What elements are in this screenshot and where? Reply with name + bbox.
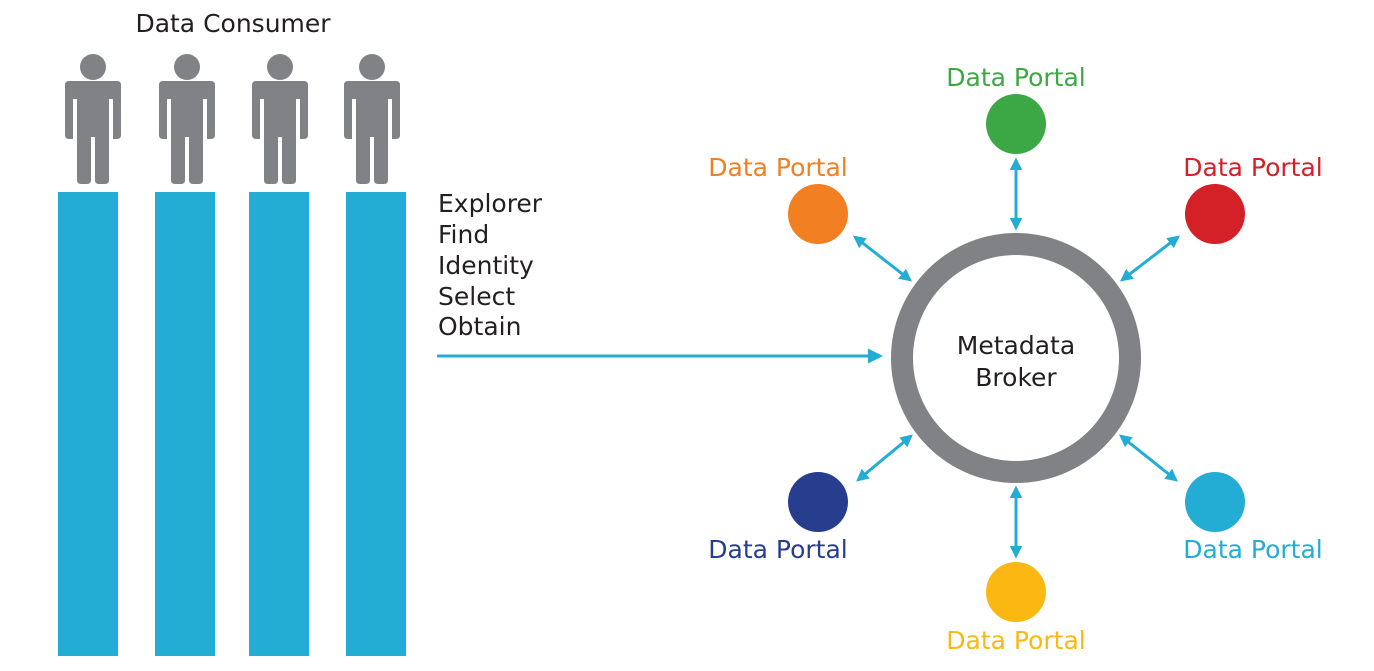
- action-item: Select: [438, 282, 515, 311]
- broker-label-line1: Metadata: [957, 331, 1075, 360]
- portal-bottom-right: Data Portal: [1183, 472, 1323, 564]
- portal-label: Data Portal: [1183, 153, 1322, 182]
- person-icon: [159, 54, 215, 184]
- action-item: Identity: [438, 251, 534, 280]
- person-icon: [252, 54, 308, 184]
- consumer-bars: [58, 192, 406, 656]
- portal-label: Data Portal: [946, 626, 1085, 655]
- consumer-title: Data Consumer: [135, 9, 331, 38]
- connection-arrow-top-right: [1120, 235, 1180, 282]
- portal-connections: [853, 157, 1180, 559]
- portal-label: Data Portal: [708, 153, 847, 182]
- connection-arrow-bottom-left: [856, 434, 913, 482]
- consumer-bar: [155, 192, 215, 656]
- action-item: Explorer: [438, 189, 543, 218]
- portal-bottom-left: Data Portal: [708, 472, 848, 564]
- action-item: Find: [438, 220, 489, 249]
- broker-ring: [891, 233, 1141, 483]
- action-item: Obtain: [438, 312, 521, 341]
- portal-node: [788, 184, 848, 244]
- broker-label-line2: Broker: [975, 363, 1057, 392]
- person-icon: [344, 54, 400, 184]
- portal-top-right: Data Portal: [1183, 153, 1323, 244]
- portal-node: [986, 562, 1046, 622]
- portal-node: [986, 94, 1046, 154]
- portal-node: [788, 472, 848, 532]
- consumer-bar: [346, 192, 406, 656]
- consumer-bar: [249, 192, 309, 656]
- portal-node: [1185, 472, 1245, 532]
- consumer-bar: [58, 192, 118, 656]
- person-icon: [65, 54, 121, 184]
- connection-arrow-top-left: [853, 235, 912, 282]
- portal-top: Data Portal: [946, 63, 1086, 154]
- portal-top-left: Data Portal: [708, 153, 848, 244]
- connection-arrow-bottom-right: [1119, 434, 1178, 482]
- portal-label: Data Portal: [1183, 535, 1322, 564]
- actions-list: Explorer Find Identity Select Obtain: [438, 189, 543, 341]
- portal-bottom: Data Portal: [946, 562, 1086, 655]
- portal-label: Data Portal: [946, 63, 1085, 92]
- portal-label: Data Portal: [708, 535, 847, 564]
- consumer-group: [65, 54, 400, 184]
- portal-node: [1185, 184, 1245, 244]
